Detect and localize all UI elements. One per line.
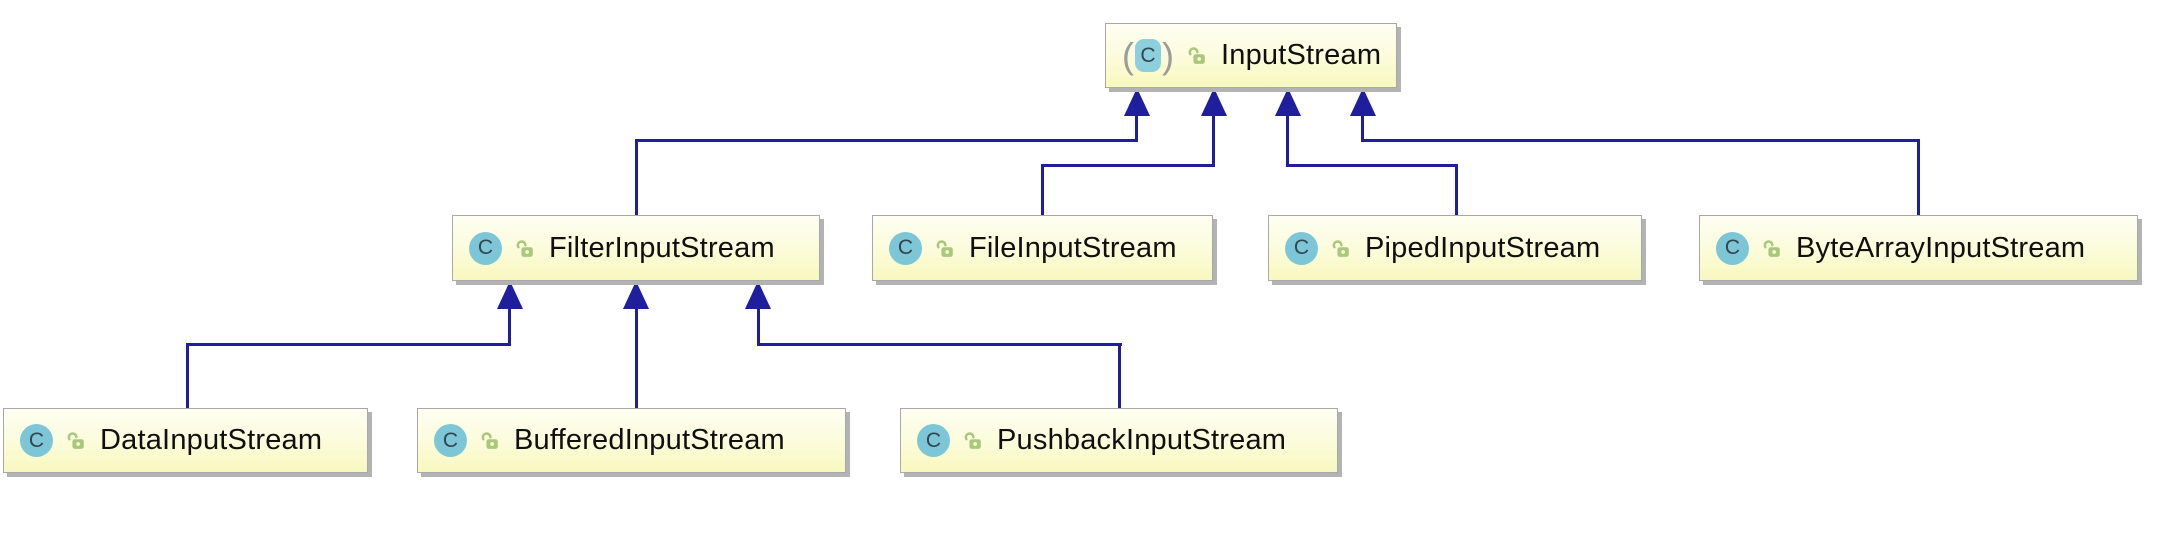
edge-datainputstream-to-filterinputstream (186, 343, 189, 408)
edge-filterinputstream-to-inputstream (1135, 112, 1138, 142)
edge-pushbackinputstream-to-filterinputstream (757, 343, 1122, 346)
edge-pushbackinputstream-to-filterinputstream (1118, 343, 1121, 408)
class-node-datainputstream[interactable]: C DataInputStream (3, 408, 368, 473)
unlocked-padlock-icon (936, 239, 953, 257)
edge-bufferedinputstream-to-filterinputstream (635, 306, 638, 408)
arrowhead-bufferedinputstream-to-filterinputstream (623, 281, 649, 309)
class-name-label: FilterInputStream (549, 231, 775, 264)
edge-fileinputstream-to-inputstream (1212, 112, 1215, 167)
arrowhead-datainputstream-to-filterinputstream (497, 281, 523, 309)
unlocked-padlock-icon (67, 432, 84, 449)
class-icon: C (889, 231, 922, 265)
class-icon: C (434, 424, 467, 457)
class-node-pipedinputstream[interactable]: C PipedInputStream (1268, 215, 1642, 281)
edge-fileinputstream-to-inputstream (1041, 164, 1044, 215)
edge-bytearrayinputstream-to-inputstream (1361, 112, 1364, 142)
arrowhead-fileinputstream-to-inputstream (1201, 88, 1227, 116)
edge-filterinputstream-to-inputstream (635, 139, 638, 215)
unlocked-padlock-icon (481, 432, 498, 449)
unlocked-padlock-icon (964, 432, 981, 449)
class-letter: C (1135, 39, 1161, 72)
arrowhead-pipedinputstream-to-inputstream (1275, 88, 1301, 116)
edge-datainputstream-to-filterinputstream (508, 306, 511, 346)
class-name-label: ByteArrayInputStream (1796, 231, 2086, 264)
edge-datainputstream-to-filterinputstream (186, 343, 511, 346)
class-name-label: FileInputStream (969, 231, 1177, 264)
class-node-bufferedinputstream[interactable]: C BufferedInputStream (417, 408, 846, 473)
edge-pushbackinputstream-to-filterinputstream (757, 306, 760, 346)
class-icon: C (20, 424, 53, 457)
edge-bytearrayinputstream-to-inputstream (1917, 139, 1920, 215)
arrowhead-filterinputstream-to-inputstream (1124, 88, 1150, 116)
class-node-inputstream[interactable]: ( C ) InputStream (1105, 23, 1397, 88)
class-icon: C (1716, 231, 1749, 265)
unlocked-padlock-icon (516, 239, 533, 257)
class-icon: C (917, 424, 950, 457)
class-name-label: BufferedInputStream (514, 424, 785, 456)
arrowhead-bytearrayinputstream-to-inputstream (1350, 88, 1376, 116)
unlocked-padlock-icon (1763, 239, 1780, 257)
edge-pipedinputstream-to-inputstream (1286, 164, 1458, 167)
abstract-paren-close: ) (1162, 35, 1174, 76)
edge-pipedinputstream-to-inputstream (1455, 164, 1458, 215)
unlocked-padlock-icon (1332, 239, 1349, 257)
class-name-label: InputStream (1221, 39, 1382, 71)
edge-pipedinputstream-to-inputstream (1286, 112, 1289, 167)
edge-fileinputstream-to-inputstream (1041, 164, 1215, 167)
class-node-pushbackinputstream[interactable]: C PushbackInputStream (900, 408, 1338, 473)
unlocked-padlock-icon (1188, 47, 1205, 64)
class-node-filterinputstream[interactable]: C FilterInputStream (452, 215, 820, 281)
class-node-fileinputstream[interactable]: C FileInputStream (872, 215, 1213, 281)
class-icon: C (469, 231, 502, 265)
abstract-class-icon: ( C ) (1122, 35, 1174, 76)
class-name-label: DataInputStream (100, 424, 323, 456)
arrowhead-pushbackinputstream-to-filterinputstream (745, 281, 771, 309)
class-name-label: PipedInputStream (1365, 231, 1601, 264)
class-name-label: PushbackInputStream (997, 424, 1287, 456)
class-icon: C (1285, 231, 1318, 265)
edge-bytearrayinputstream-to-inputstream (1361, 139, 1920, 142)
abstract-paren-open: ( (1122, 35, 1134, 76)
class-node-bytearrayinputstream[interactable]: C ByteArrayInputStream (1699, 215, 2138, 281)
edge-filterinputstream-to-inputstream (635, 139, 1138, 142)
